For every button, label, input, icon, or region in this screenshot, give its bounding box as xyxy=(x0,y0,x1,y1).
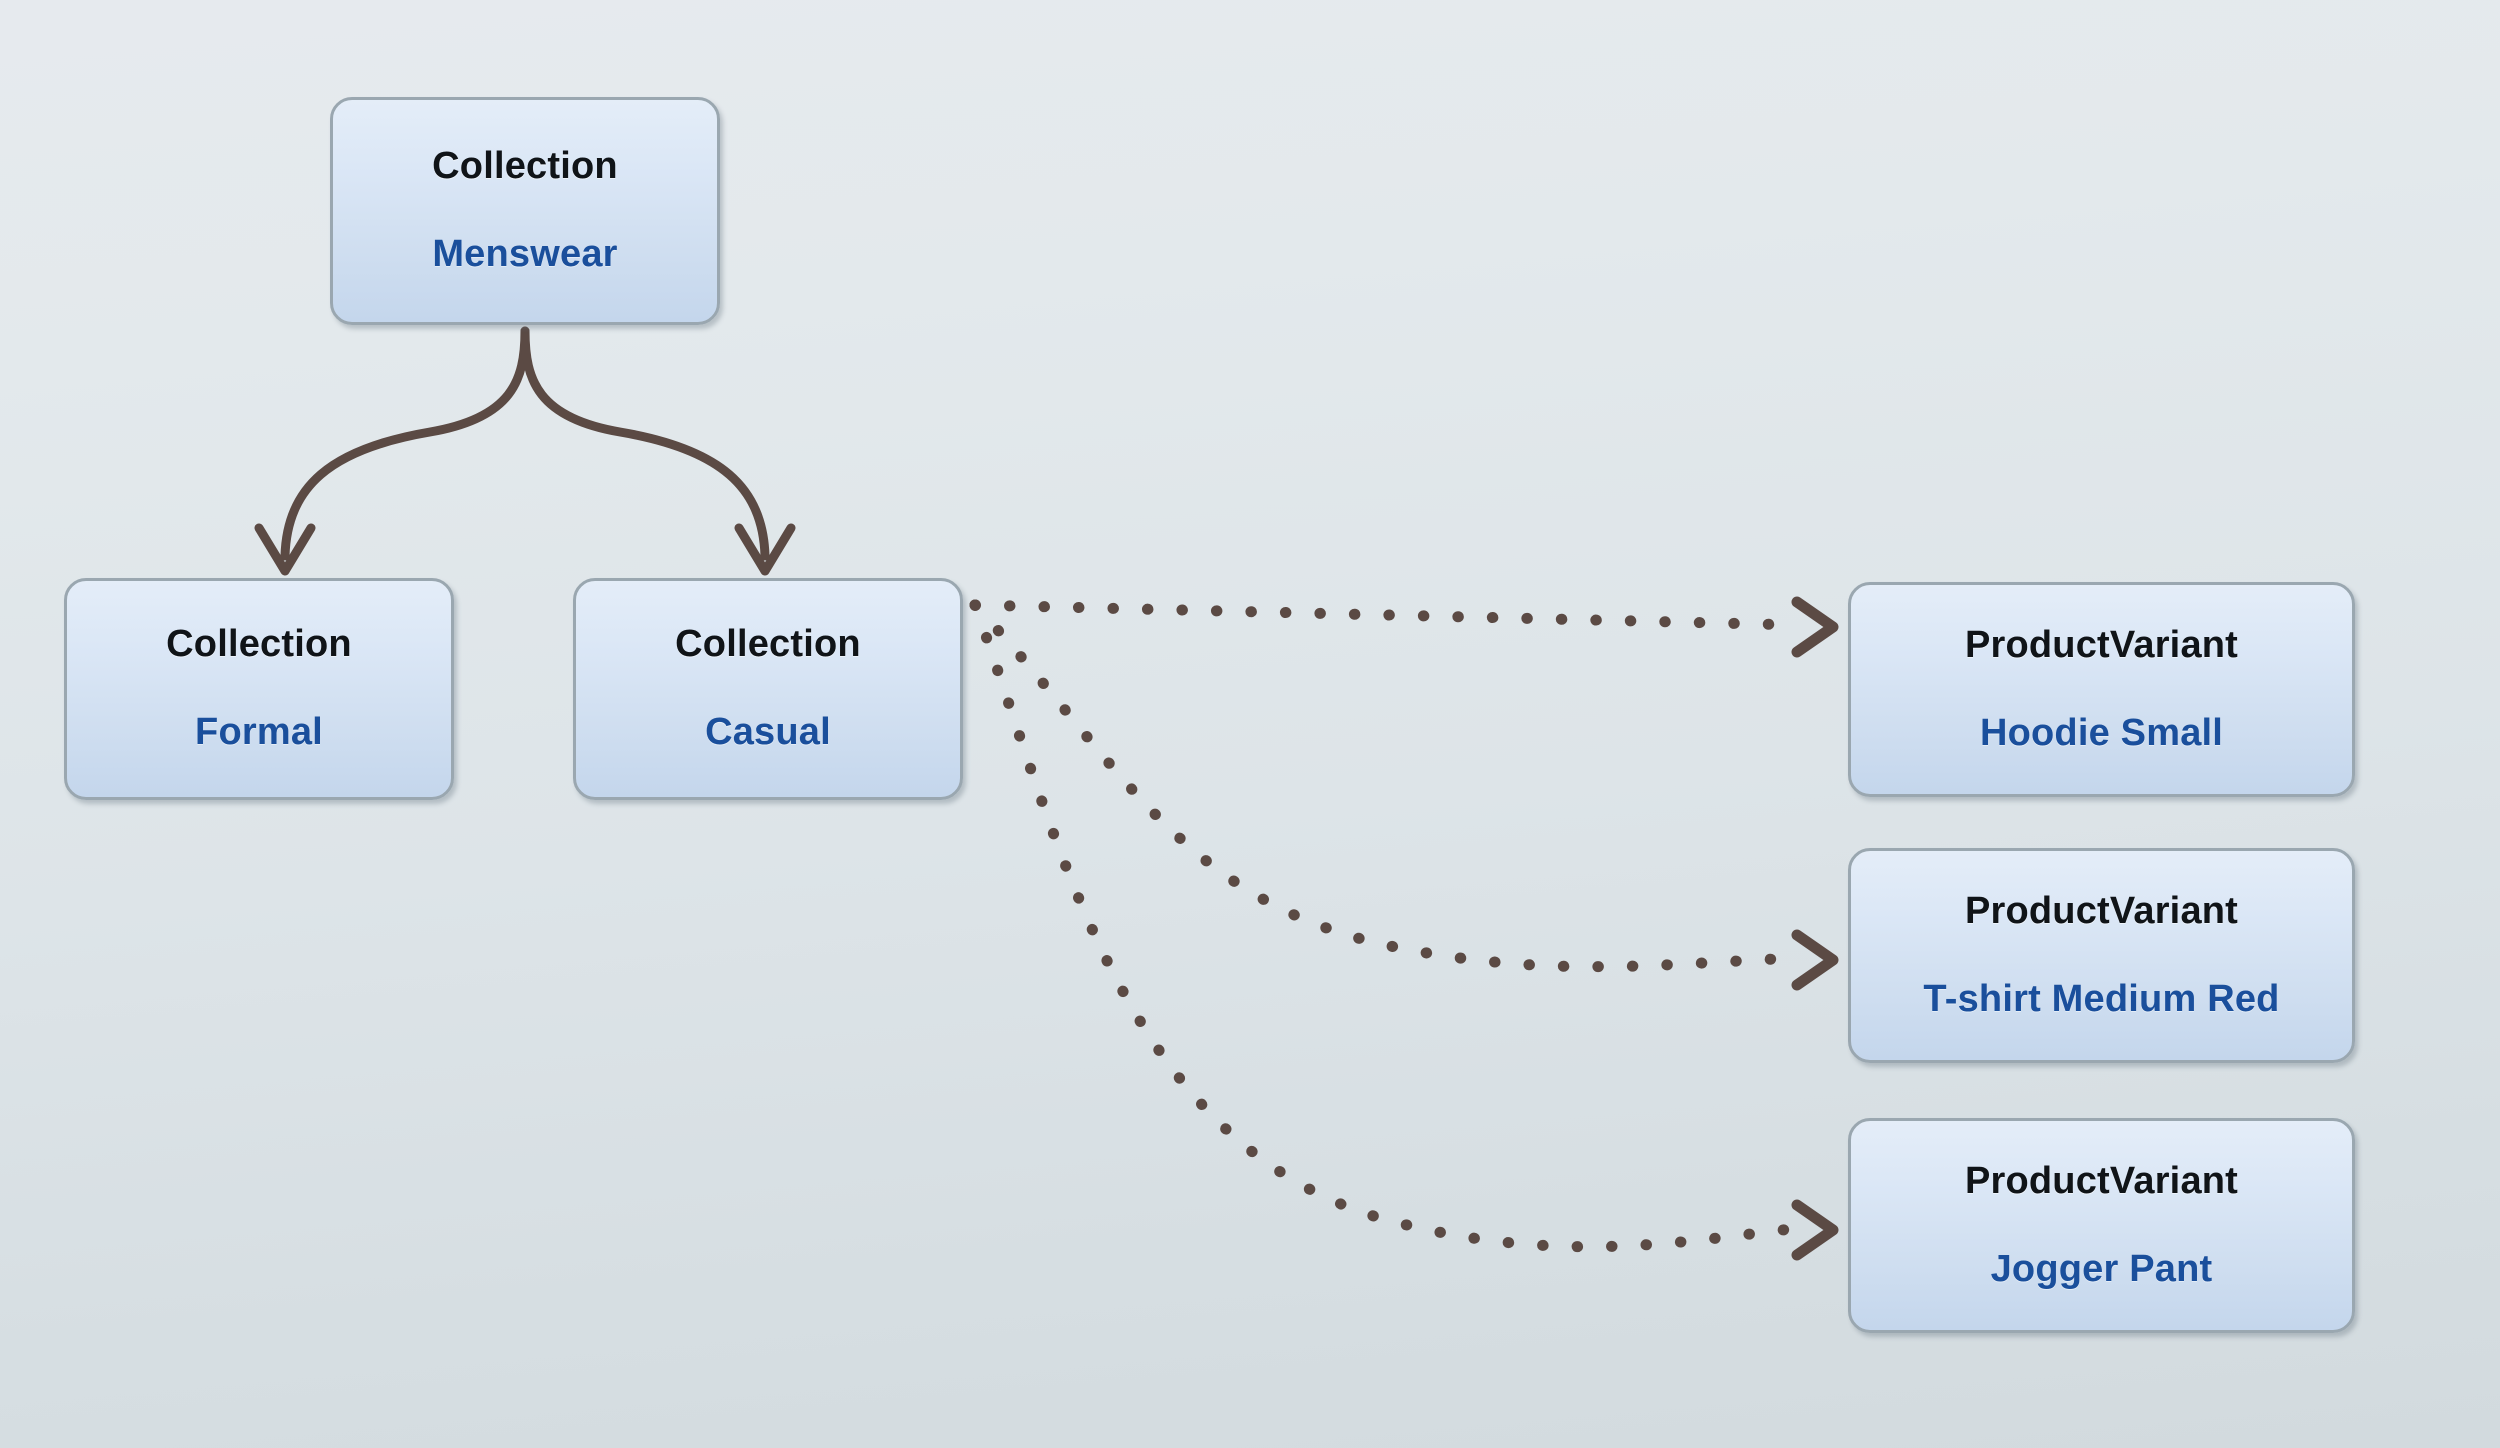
node-type-label: Collection xyxy=(166,623,352,666)
edge-casual-jogger-pant xyxy=(969,599,1839,1261)
node-productvariant-tshirt-medium-red[interactable]: ProductVariant T-shirt Medium Red xyxy=(1848,848,2355,1063)
node-name-label: Menswear xyxy=(432,233,618,275)
edge-casual-tshirt-medium-red xyxy=(969,599,1839,991)
node-collection-formal[interactable]: Collection Formal xyxy=(64,578,454,800)
edge-casual-hoodie-small xyxy=(969,596,1839,658)
node-name-label: Casual xyxy=(705,711,831,753)
node-type-label: ProductVariant xyxy=(1964,889,2239,932)
node-type-label: Collection xyxy=(675,623,861,666)
node-name-label: Jogger Pant xyxy=(1990,1247,2213,1290)
node-name-label: T-shirt Medium Red xyxy=(1923,977,2280,1020)
node-type-label: ProductVariant xyxy=(1964,623,2239,666)
node-name-label: Hoodie Small xyxy=(1979,711,2224,754)
node-collection-menswear[interactable]: Collection Menswear xyxy=(330,97,720,325)
node-type-label: Collection xyxy=(432,145,618,188)
node-name-label: Formal xyxy=(195,711,323,753)
node-collection-casual[interactable]: Collection Casual xyxy=(573,578,963,800)
edge-menswear-formal xyxy=(254,326,530,576)
node-productvariant-jogger-pant[interactable]: ProductVariant Jogger Pant xyxy=(1848,1118,2355,1333)
node-productvariant-hoodie-small[interactable]: ProductVariant Hoodie Small xyxy=(1848,582,2355,797)
node-type-label: ProductVariant xyxy=(1964,1159,2239,1202)
edge-menswear-casual xyxy=(520,326,796,576)
